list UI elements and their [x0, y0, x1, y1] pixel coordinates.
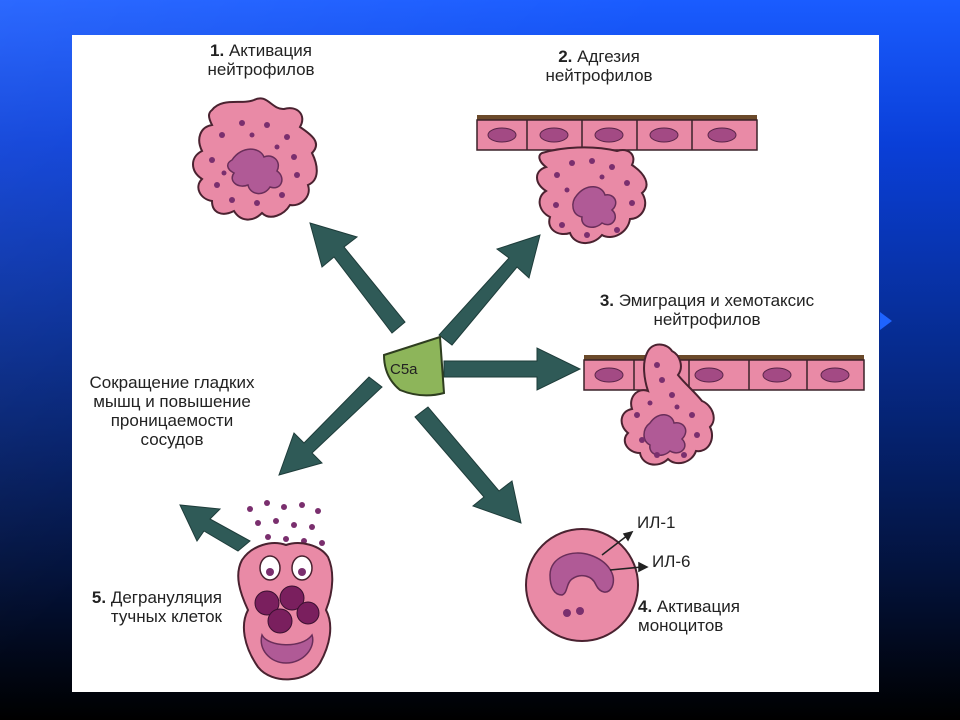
label-step2-line1: Адгезия — [577, 47, 640, 66]
arrows — [179, 222, 582, 552]
label-step1-line2: нейтрофилов — [207, 60, 315, 79]
activated-neutrophil — [192, 97, 318, 221]
adhering-neutrophil — [536, 146, 648, 244]
monocyte — [525, 528, 639, 642]
slide-decoration-arrow — [880, 312, 892, 330]
arrow-to-neutrophil-adhesion — [438, 234, 541, 346]
label-step2: 2. Адгезия нейтрофилов — [534, 47, 664, 85]
arrow-to-neutrophil-emigration — [443, 347, 582, 391]
diagram-panel: 1. Активация нейтрофилов 2. Адгезия нейт… — [72, 35, 879, 692]
arrow-to-neutrophil-activation — [309, 222, 406, 334]
diagram-canvas — [179, 97, 865, 681]
label-smooth-line1: Сокращение гладких — [89, 373, 255, 392]
label-step1-line1: Активация — [228, 41, 312, 60]
arrow-mast-cell-to-smooth-muscle — [179, 504, 251, 552]
label-step2-line2: нейтрофилов — [545, 66, 653, 85]
label-step4-number: 4. — [638, 597, 653, 616]
label-step5-line2: тучных клеток — [110, 607, 222, 626]
mast-cell — [237, 542, 334, 681]
label-step5-line1: Дегрануляция — [110, 588, 222, 607]
label-smooth-muscle: Сокращение гладких мышц и повышение прон… — [74, 373, 270, 449]
arrow-to-smooth-muscle — [278, 376, 383, 476]
label-step4-line1: Активация — [656, 597, 740, 616]
c5a-node — [382, 335, 446, 397]
label-il6: ИЛ-6 — [652, 552, 691, 571]
label-smooth-line4: сосудов — [140, 430, 204, 449]
label-smooth-line2: мышц и повышение — [93, 392, 251, 411]
label-step3-line2: нейтрофилов — [653, 310, 761, 329]
label-step4: 4. Активация моноцитов — [638, 597, 778, 635]
label-step3: 3. Эмиграция и хемотаксис нейтрофилов — [582, 291, 832, 329]
label-step5: 5. Дегрануляция тучных клеток — [72, 588, 222, 626]
arrow-to-monocyte-activation — [414, 406, 522, 524]
label-step1-number: 1. — [210, 41, 225, 60]
label-il1: ИЛ-1 — [637, 513, 676, 532]
label-step3-line1: Эмиграция и хемотаксис — [618, 291, 815, 310]
endothelium-upper — [476, 115, 758, 151]
label-step1: 1. Активация нейтрофилов — [196, 41, 326, 79]
emigrating-neutrophil — [620, 343, 715, 466]
label-step5-number: 5. — [91, 588, 107, 607]
label-c5a: С5а — [390, 361, 418, 378]
label-step4-line2: моноцитов — [638, 616, 724, 635]
il-arrows — [601, 530, 649, 573]
endothelium-lower — [583, 355, 865, 391]
label-step2-number: 2. — [558, 47, 573, 66]
label-step3-number: 3. — [599, 291, 615, 310]
label-smooth-line3: проницаемости — [110, 411, 234, 430]
